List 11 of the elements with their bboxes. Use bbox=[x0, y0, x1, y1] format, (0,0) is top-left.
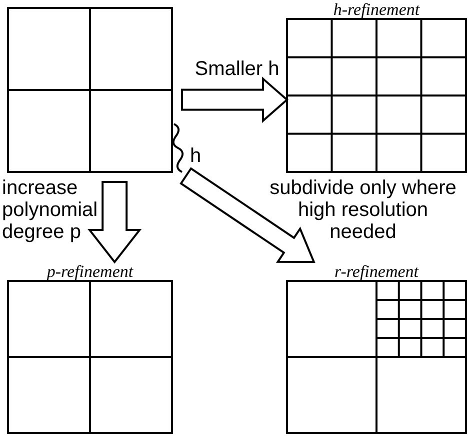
edge-label: subdivide only where high resolution needed bbox=[268, 177, 458, 243]
dimension-label: h bbox=[190, 145, 202, 167]
edge-label: increase polynomial degree p bbox=[2, 177, 99, 243]
block-arrow bbox=[181, 76, 289, 123]
refinement-title: r-refinement bbox=[334, 262, 418, 281]
edge-label: Smaller h bbox=[194, 58, 280, 80]
mesh-drawing bbox=[8, 8, 172, 172]
block-arrow bbox=[180, 167, 316, 263]
refinement-title: p-refinement bbox=[46, 262, 134, 281]
block-arrow bbox=[88, 181, 142, 264]
refinement-title: h-refinement bbox=[333, 0, 420, 19]
